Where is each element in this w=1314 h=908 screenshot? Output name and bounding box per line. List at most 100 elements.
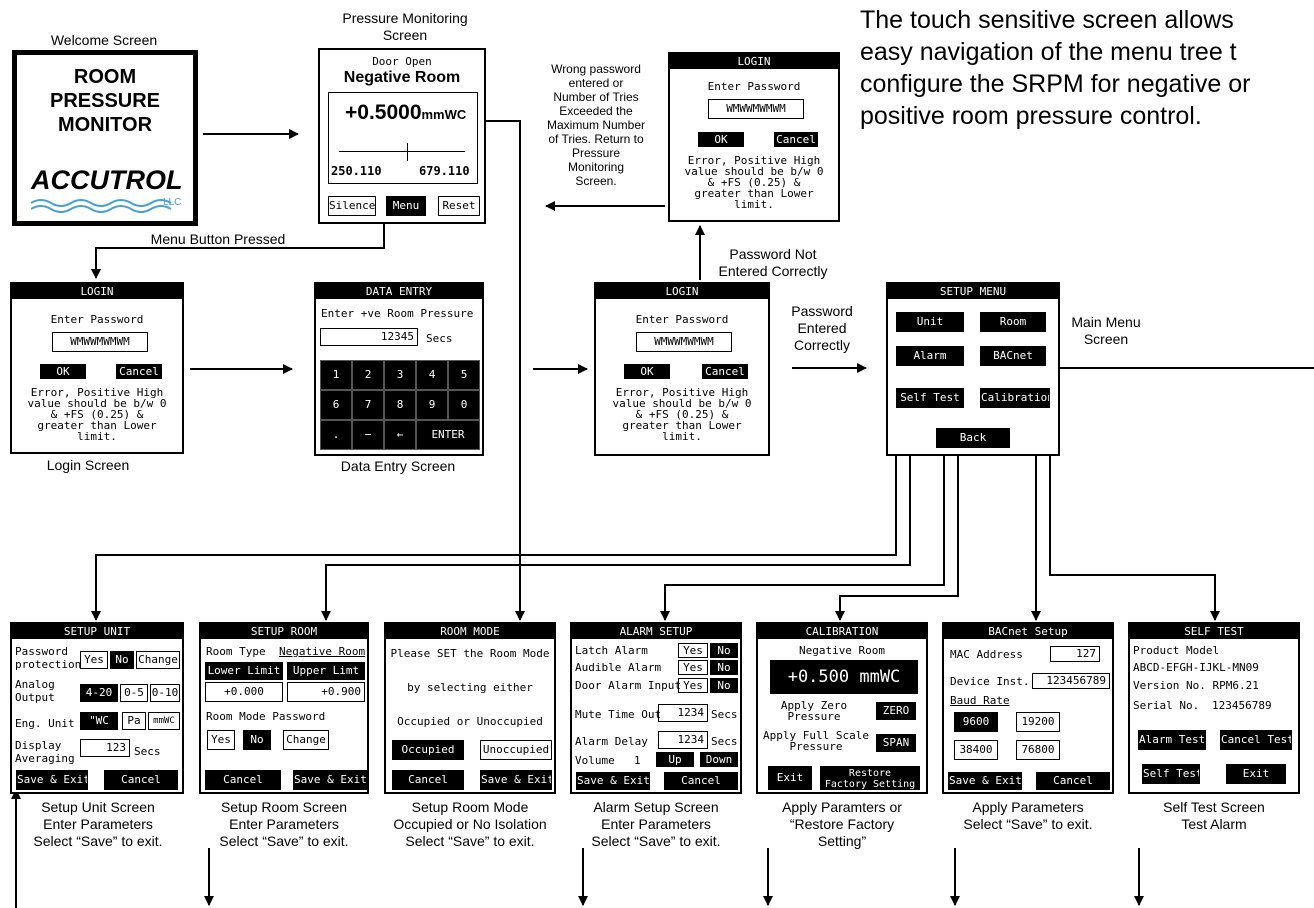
save-exit-button[interactable]: Save & Exit bbox=[16, 770, 88, 790]
self-test-button[interactable]: Self Test bbox=[896, 388, 964, 408]
cancel-button[interactable]: Cancel bbox=[664, 772, 738, 790]
enter-key[interactable]: ENTER bbox=[416, 420, 480, 450]
mac-address-field[interactable]: 127 bbox=[1050, 646, 1100, 662]
door-yes-button[interactable]: Yes bbox=[678, 678, 708, 693]
login-caption: Login Screen bbox=[46, 457, 130, 473]
save-exit-button[interactable]: Save & Exit bbox=[293, 770, 367, 790]
save-exit-button[interactable]: Save & Exit bbox=[480, 770, 552, 790]
baud-38400-button[interactable]: 38400 bbox=[954, 740, 998, 760]
cancel-button[interactable]: Cancel bbox=[205, 770, 281, 790]
welcome-screen: ROOM PRESSURE MONITOR ACCUTROL LLC bbox=[12, 50, 198, 226]
cancel-button[interactable]: Cancel bbox=[392, 770, 464, 790]
room-pw-change-button[interactable]: Change bbox=[283, 730, 329, 750]
password-yes-button[interactable]: Yes bbox=[80, 651, 108, 669]
lower-limit-field[interactable]: +0.000 bbox=[205, 682, 283, 702]
room-button[interactable]: Room bbox=[980, 312, 1046, 332]
key-5[interactable]: 5 bbox=[448, 360, 480, 390]
key-0[interactable]: 0 bbox=[448, 390, 480, 420]
key-4[interactable]: 4 bbox=[416, 360, 448, 390]
alarm-button[interactable]: Alarm bbox=[896, 346, 964, 366]
password-field[interactable]: WMWWMWMWM bbox=[52, 332, 148, 352]
ok-button[interactable]: OK bbox=[40, 364, 86, 379]
pressure-entry-field[interactable]: 12345 bbox=[320, 328, 418, 346]
baud-9600-button[interactable]: 9600 bbox=[954, 712, 998, 732]
pressure-value: +0.5000 bbox=[345, 101, 422, 124]
room-pw-yes-button[interactable]: Yes bbox=[207, 730, 235, 750]
password-change-button[interactable]: Change bbox=[136, 651, 180, 669]
ok-button[interactable]: OK bbox=[698, 132, 744, 147]
calibration-button[interactable]: Calibration bbox=[980, 388, 1050, 408]
password-field[interactable]: WMWWMWMWM bbox=[636, 332, 732, 352]
eng-pa-button[interactable]: Pa bbox=[122, 712, 146, 730]
key-minus[interactable]: − bbox=[352, 420, 384, 450]
volume-down-button[interactable]: Down bbox=[700, 752, 738, 767]
zero-button[interactable]: ZERO bbox=[876, 702, 916, 720]
room-pw-no-button[interactable]: No bbox=[243, 730, 271, 750]
cancel-button[interactable]: Cancel bbox=[774, 132, 818, 147]
key-2[interactable]: 2 bbox=[352, 360, 384, 390]
alarm-test-button[interactable]: Alarm Test bbox=[1138, 730, 1206, 750]
run-self-test-button[interactable]: Self Test bbox=[1142, 764, 1200, 784]
back-button[interactable]: Back bbox=[936, 428, 1010, 448]
audible-yes-button[interactable]: Yes bbox=[678, 660, 708, 675]
serial-value: 123456789 bbox=[1212, 699, 1272, 712]
display-averaging-field[interactable]: 123 bbox=[80, 739, 130, 757]
bacnet-button[interactable]: BACnet bbox=[980, 346, 1046, 366]
eng-inwc-button[interactable]: "WC bbox=[80, 712, 118, 730]
key-backspace[interactable]: ← bbox=[384, 420, 416, 450]
key-7[interactable]: 7 bbox=[352, 390, 384, 420]
volume-up-button[interactable]: Up bbox=[656, 752, 694, 767]
room-type-value[interactable]: Negative Room bbox=[279, 645, 366, 658]
unit-button[interactable]: Unit bbox=[896, 312, 964, 332]
save-exit-button[interactable]: Save & Exit bbox=[576, 772, 650, 790]
logo-wave-icon bbox=[31, 199, 172, 213]
exit-button[interactable]: Exit bbox=[1226, 764, 1286, 784]
key-dot[interactable]: . bbox=[320, 420, 352, 450]
silence-button[interactable]: Silence bbox=[328, 196, 376, 216]
save-exit-button[interactable]: Save & Exit bbox=[948, 772, 1022, 790]
analog-0-10-button[interactable]: 0-10 bbox=[150, 684, 180, 702]
eng-mmwc-button[interactable]: mmWC bbox=[148, 712, 180, 730]
device-instance-field[interactable]: 123456789 bbox=[1032, 673, 1110, 689]
cancel-button[interactable]: Cancel bbox=[104, 770, 178, 790]
key-8[interactable]: 8 bbox=[384, 390, 416, 420]
password-field[interactable]: WMWWMWMWM bbox=[708, 99, 804, 119]
latch-yes-button[interactable]: Yes bbox=[678, 643, 708, 658]
audible-no-button[interactable]: No bbox=[710, 660, 738, 675]
range-low: 250.110 bbox=[331, 164, 382, 178]
mute-timeout-field[interactable]: 1234 bbox=[658, 704, 708, 722]
key-1[interactable]: 1 bbox=[320, 360, 352, 390]
baud-76800-button[interactable]: 76800 bbox=[1016, 740, 1060, 760]
analog-4-20-button[interactable]: 4-20 bbox=[80, 684, 118, 702]
cancel-test-button[interactable]: Cancel Test bbox=[1220, 730, 1292, 750]
door-no-button[interactable]: No bbox=[710, 678, 738, 693]
key-6[interactable]: 6 bbox=[320, 390, 352, 420]
cancel-button[interactable]: Cancel bbox=[1036, 772, 1110, 790]
key-3[interactable]: 3 bbox=[384, 360, 416, 390]
occupied-button[interactable]: Occupied bbox=[392, 740, 464, 760]
cancel-button[interactable]: Cancel bbox=[116, 364, 162, 379]
baud-19200-button[interactable]: 19200 bbox=[1016, 712, 1060, 732]
ok-button[interactable]: OK bbox=[624, 364, 670, 379]
reset-button[interactable]: Reset bbox=[438, 196, 480, 216]
cancel-button[interactable]: Cancel bbox=[702, 364, 748, 379]
menu-button[interactable]: Menu bbox=[386, 196, 426, 216]
analog-0-5-button[interactable]: 0-5 bbox=[120, 684, 148, 702]
login-screen-retry: LOGIN Enter Password WMWWMWMWM OK Cancel… bbox=[668, 52, 840, 222]
unoccupied-button[interactable]: Unoccupied bbox=[480, 740, 552, 760]
exit-button[interactable]: Exit bbox=[768, 766, 812, 790]
door-status: Door Open bbox=[372, 55, 432, 68]
key-9[interactable]: 9 bbox=[416, 390, 448, 420]
alarm-delay-field[interactable]: 1234 bbox=[658, 731, 708, 749]
password-no-button[interactable]: No bbox=[110, 651, 134, 669]
latch-no-button[interactable]: No bbox=[710, 643, 738, 658]
upper-limit-field[interactable]: +0.900 bbox=[287, 682, 365, 702]
welcome-title: ROOM PRESSURE MONITOR bbox=[49, 66, 161, 136]
span-button[interactable]: SPAN bbox=[876, 734, 916, 752]
